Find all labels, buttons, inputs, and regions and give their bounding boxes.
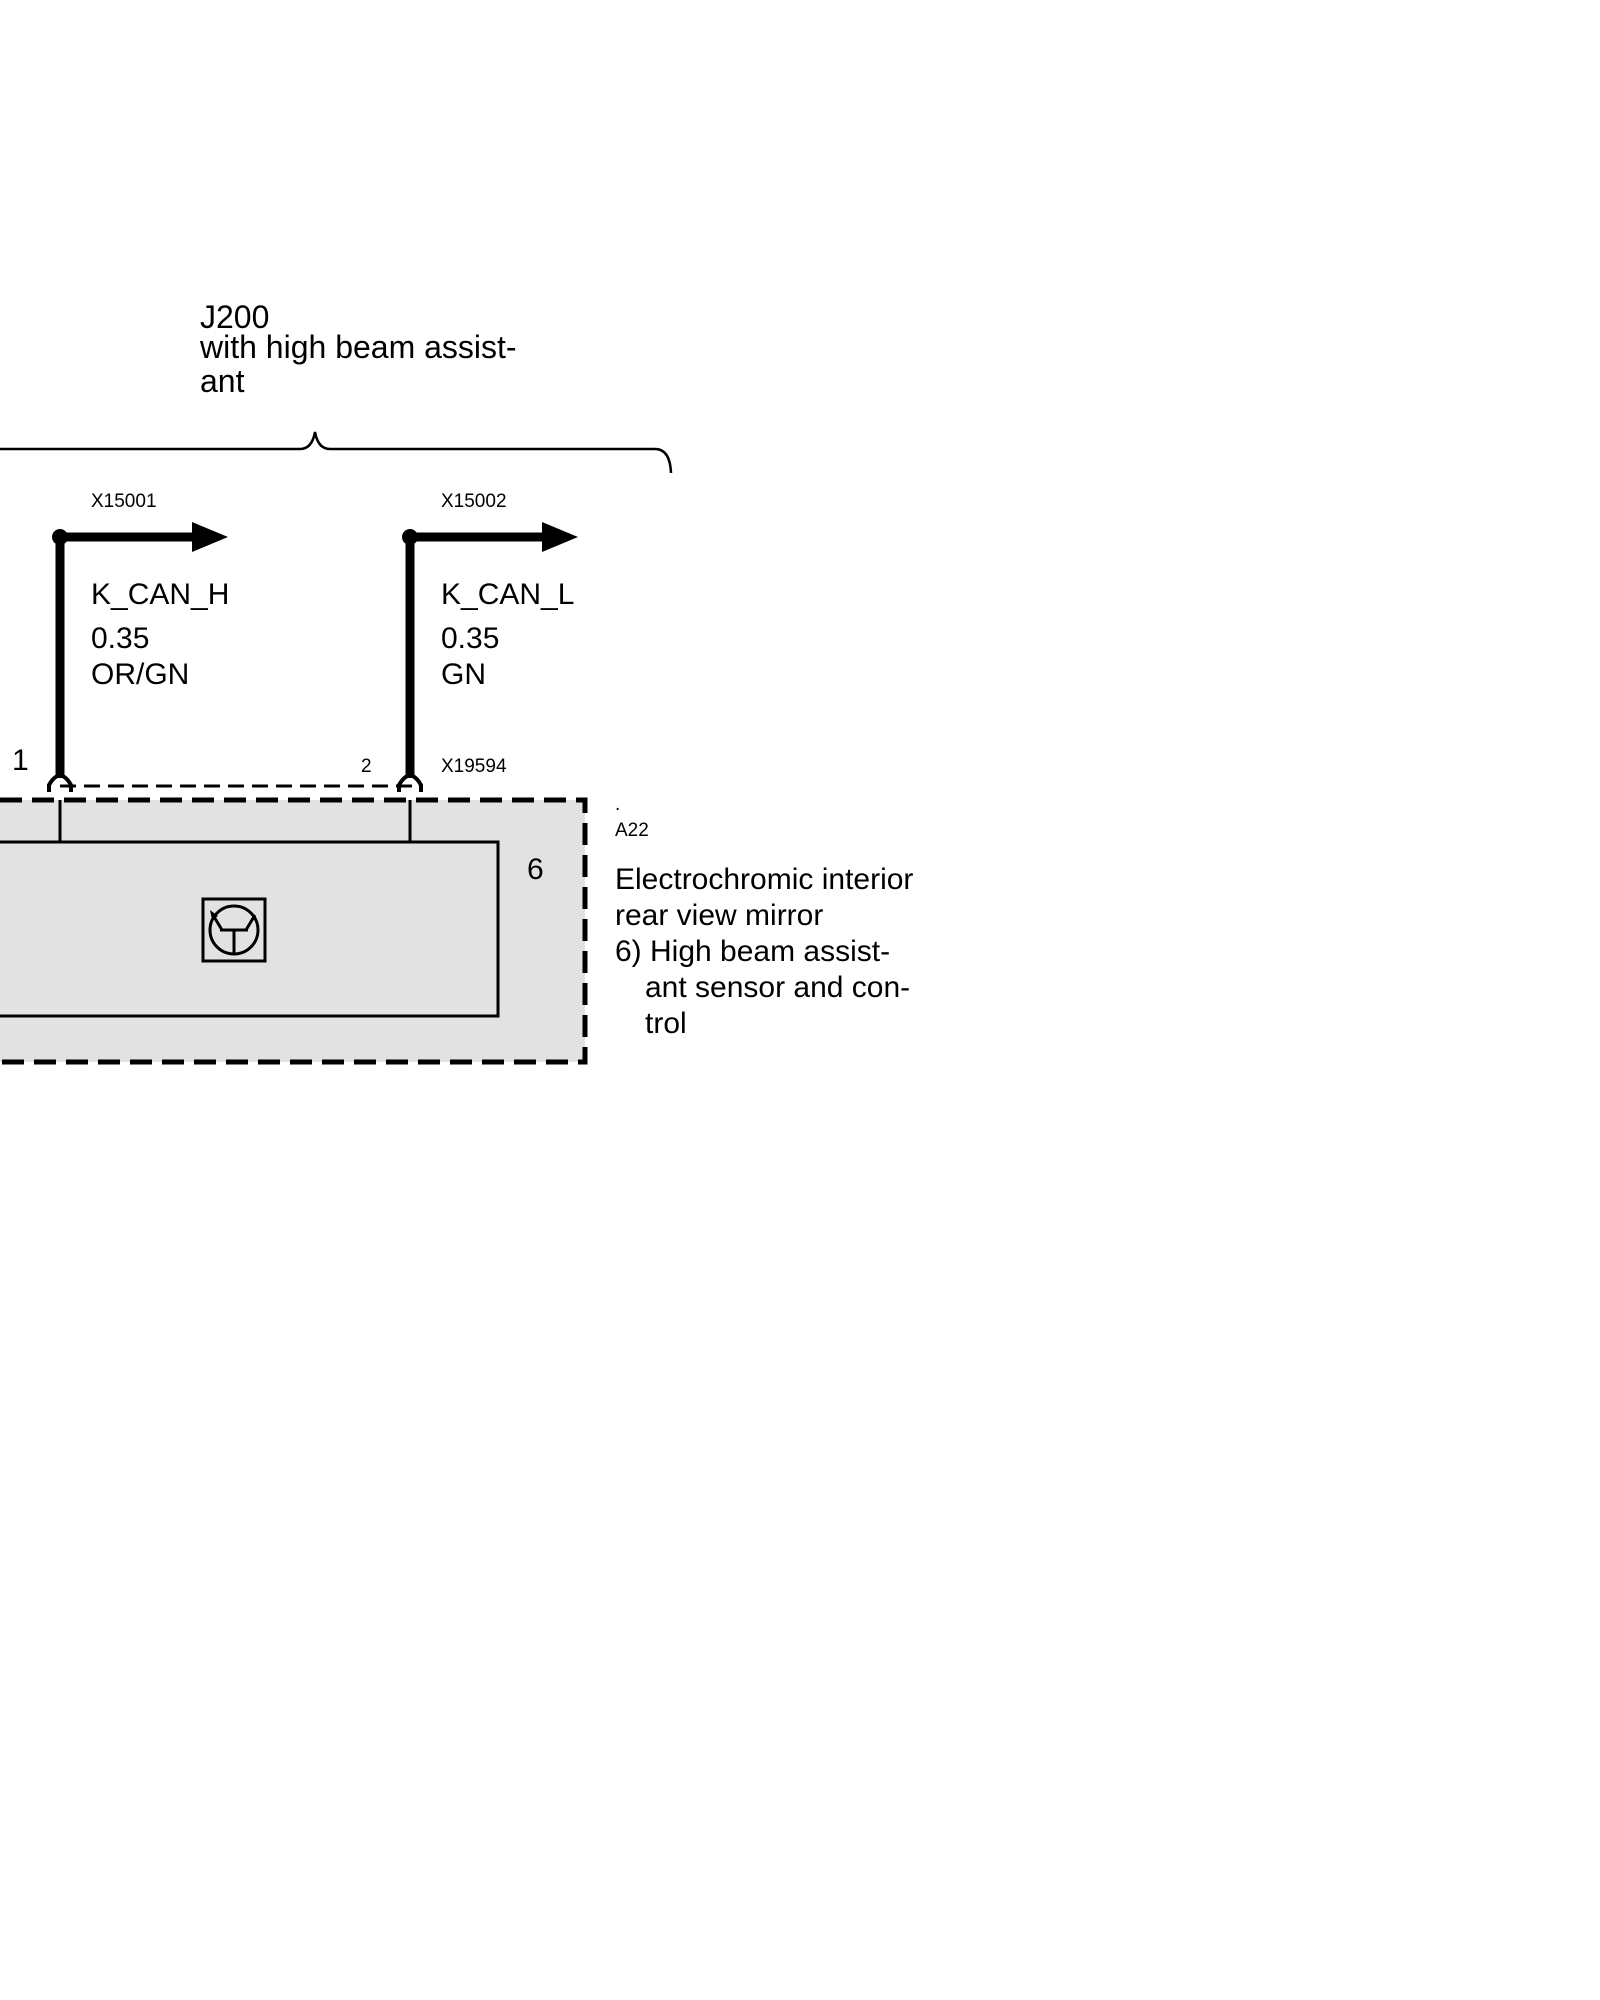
wire1-color: OR/GN: [91, 658, 189, 691]
wire1-size: 0.35: [91, 622, 149, 655]
wire1-connector: X15001: [91, 491, 157, 512]
wire-k-can-h: [47, 522, 228, 842]
component-note-line-1: 6) High beam assist-: [615, 935, 890, 968]
component-name-line-2: rear view mirror: [615, 899, 823, 932]
condition-code: J200: [200, 299, 269, 335]
transistor-icon: [201, 897, 267, 963]
condition-line-2: ant: [200, 363, 245, 399]
wire1-pin: 1: [12, 744, 29, 777]
component-name-line-1: Electrochromic interior: [615, 863, 913, 896]
component-note-line-3: trol: [645, 1007, 687, 1040]
plug-connector: X19594: [441, 756, 507, 777]
wire2-signal: K_CAN_L: [441, 578, 574, 611]
component-dot: .: [615, 794, 620, 815]
wire2-size: 0.35: [441, 622, 499, 655]
wire2-connector: X15002: [441, 491, 507, 512]
component-variant-number: 6: [527, 853, 544, 886]
component-note-line-2: ant sensor and con-: [645, 971, 910, 1004]
wire-k-can-l: [397, 522, 578, 842]
option-brace: [0, 431, 673, 474]
wire1-signal: K_CAN_H: [91, 578, 229, 611]
wire2-color: GN: [441, 658, 486, 691]
condition-line-1: with high beam assist-: [199, 329, 517, 365]
wire2-pin: 2: [361, 756, 372, 777]
control-module-box: [0, 840, 500, 1018]
component-id: A22: [615, 820, 649, 841]
